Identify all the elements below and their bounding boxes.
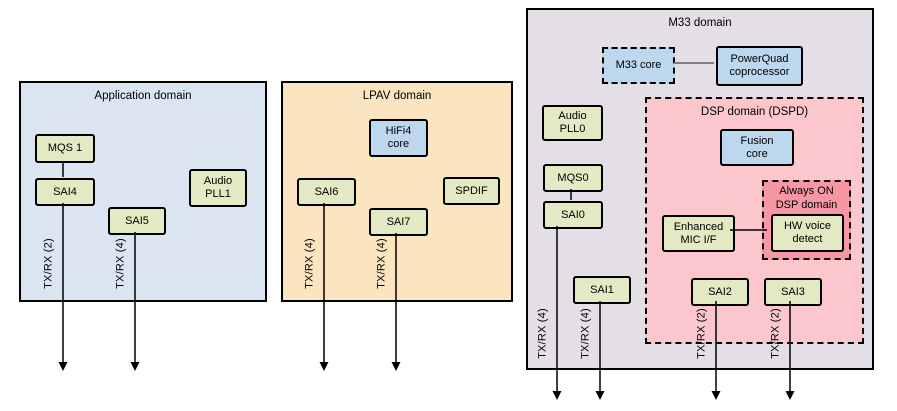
sai5-block: SAI5 <box>108 207 166 235</box>
sai7-block: SAI7 <box>369 208 428 236</box>
sai1-block: SAI1 <box>573 276 631 304</box>
sai6-arrowhead <box>319 362 329 371</box>
sai1-txrx-label: TX/RX (4) <box>579 308 592 359</box>
mqs1-block: MQS 1 <box>35 134 95 163</box>
sai0-txrx-label: TX/RX (4) <box>536 308 549 359</box>
audio-pll1-block: Audio PLL1 <box>189 169 247 207</box>
sai7-arrowhead <box>391 362 401 371</box>
sai1-arrowhead <box>595 391 605 400</box>
lpav-domain-box: LPAV domain HiFi4 core SAI6 SPDIF SAI7 <box>281 81 513 302</box>
sai0-block: SAI0 <box>543 201 603 229</box>
sai4-arrowhead <box>58 362 68 371</box>
sai0-arrowhead <box>552 391 562 400</box>
powerquad-coprocessor-block: PowerQuad coprocessor <box>716 46 803 86</box>
spdif-block: SPDIF <box>443 177 500 205</box>
sai7-txrx-label: TX/RX (4) <box>375 238 388 289</box>
sai3-txrx-label: TX/RX (2) <box>769 308 782 359</box>
sai4-block: SAI4 <box>35 178 95 206</box>
audio-pll0-block: Audio PLL0 <box>542 105 603 141</box>
hifi4-core-block: HiFi4 core <box>369 119 428 157</box>
m33-domain-box: M33 domain M33 core PowerQuad coprocesso… <box>526 8 874 370</box>
application-domain-box: Application domain MQS 1 SAI4 SAI5 Audio… <box>19 81 267 302</box>
sai5-arrowhead <box>130 362 140 371</box>
lpav-domain-title: LPAV domain <box>362 90 432 102</box>
always-on-dsp-domain-box: Always ON DSP domain HW voice detect <box>762 180 851 260</box>
mqs0-block: MQS0 <box>543 164 603 192</box>
sai5-txrx-label: TX/RX (4) <box>114 238 127 289</box>
enhanced-mic-if-block: Enhanced MIC I/F <box>662 215 735 252</box>
dsp-domain-title: DSP domain (DSPD) <box>700 106 809 118</box>
dsp-domain-box: DSP domain (DSPD) Fusion core Enhanced M… <box>645 97 864 344</box>
sai2-arrowhead <box>711 391 721 400</box>
sai3-block: SAI3 <box>764 278 822 306</box>
sai6-txrx-label: TX/RX (4) <box>303 238 316 289</box>
sai3-arrowhead <box>785 391 795 400</box>
hw-voice-detect-block: HW voice detect <box>771 214 844 252</box>
sai4-txrx-label: TX/RX (2) <box>42 238 55 289</box>
sai2-txrx-label: TX/RX (2) <box>695 308 708 359</box>
always-on-dsp-domain-title: Always ON DSP domain <box>775 185 838 211</box>
application-domain-title: Application domain <box>94 90 192 102</box>
m33-domain-title: M33 domain <box>668 17 732 29</box>
sai2-block: SAI2 <box>691 278 749 306</box>
fusion-core-block: Fusion core <box>720 129 794 166</box>
m33-core-block: M33 core <box>602 47 675 84</box>
sai6-block: SAI6 <box>297 178 356 206</box>
